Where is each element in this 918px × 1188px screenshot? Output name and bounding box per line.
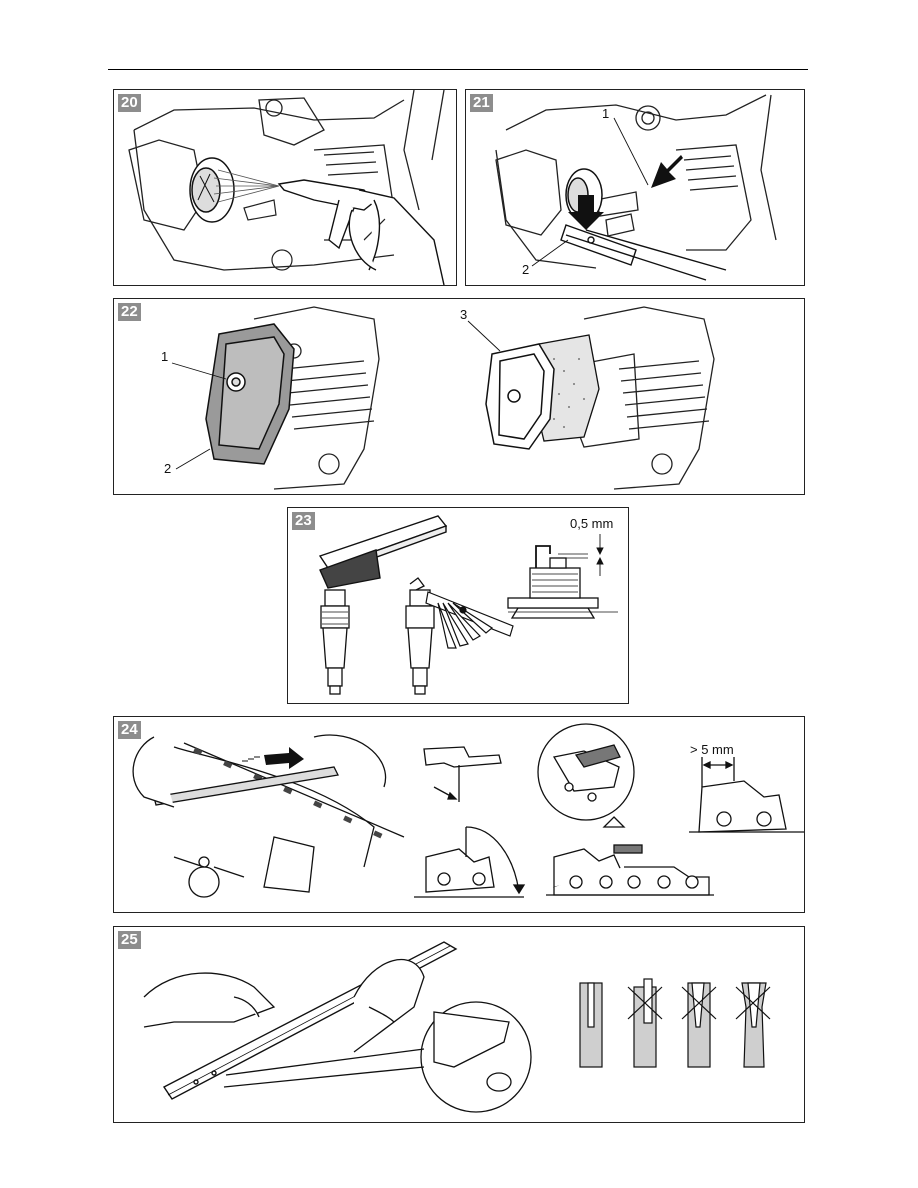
hand-left [144,973,274,1027]
feeler-gauge [426,592,513,648]
figure-20: 20 [113,89,457,286]
figure-21-illustration [466,90,804,285]
callout-1: 1 [602,106,609,121]
groove-profile-wrong-1 [628,979,662,1067]
callout-1: 1 [161,349,168,364]
figure-23-illustration [288,508,628,703]
spark-plug-gap-detail [508,546,598,618]
callout-3: 3 [460,307,467,322]
figure-number: 22 [118,303,141,321]
length-measurement-label: > 5 mm [690,742,734,757]
figure-25: 25 [113,926,805,1123]
figure-number: 21 [470,94,493,112]
figure-number: 20 [118,94,141,112]
clutch-drum [190,158,234,222]
figure-number: 23 [292,512,315,530]
air-gun [279,180,444,285]
depth-gauge-view [546,845,714,895]
figure-24: > 5 mm 24 [113,716,805,913]
callout-2: 2 [522,262,529,277]
figure-number: 25 [118,931,141,949]
cutter-length-view [689,757,804,832]
guide-bar [561,225,726,280]
cutter-top-view [424,747,501,802]
figure-23: 0,5 mm 23 [287,507,629,704]
gap-dimension-arrows [597,534,603,576]
cutter-angle-view [414,827,524,897]
air-filter-cover-closed [206,324,294,464]
arrow-diagonal-icon [651,155,683,188]
groove-profile-wrong-2 [682,983,716,1067]
groove-profile-correct [580,983,602,1067]
figure-22-illustration [114,299,804,494]
spark-plug-left [321,590,349,694]
callout-2: 2 [164,461,171,476]
wire-brush [320,516,446,588]
header-rule [108,69,808,70]
figure-25-illustration [114,927,804,1122]
figure-21: 1 2 21 [465,89,805,286]
groove-profile-wrong-3 [736,983,770,1067]
file-guide-detail [538,724,634,827]
figure-number: 24 [118,721,141,739]
gap-measurement-label: 0,5 mm [570,516,613,531]
figure-22: 1 2 3 22 [113,298,805,495]
figure-20-illustration [114,90,456,285]
hand-right [354,960,424,1052]
direction-arrow-icon [242,747,304,769]
